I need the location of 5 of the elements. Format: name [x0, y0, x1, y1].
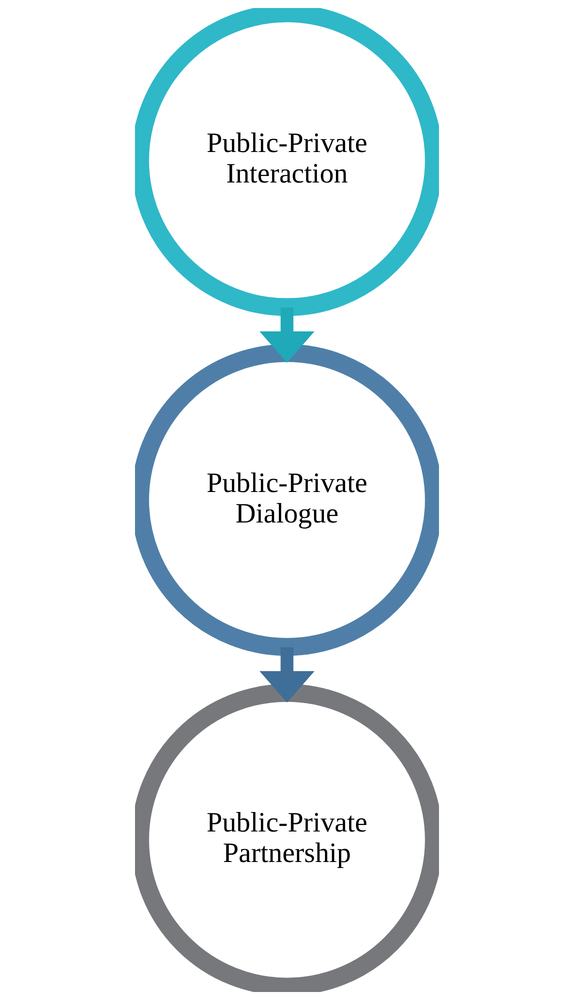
- node-circle: Public-Private Dialogue: [134, 344, 438, 656]
- arrow: [259, 307, 314, 363]
- arrow: [259, 647, 314, 703]
- node-circle: Public-Private Partnership: [134, 684, 438, 992]
- node-circle: Public-Private Interaction: [134, 8, 438, 316]
